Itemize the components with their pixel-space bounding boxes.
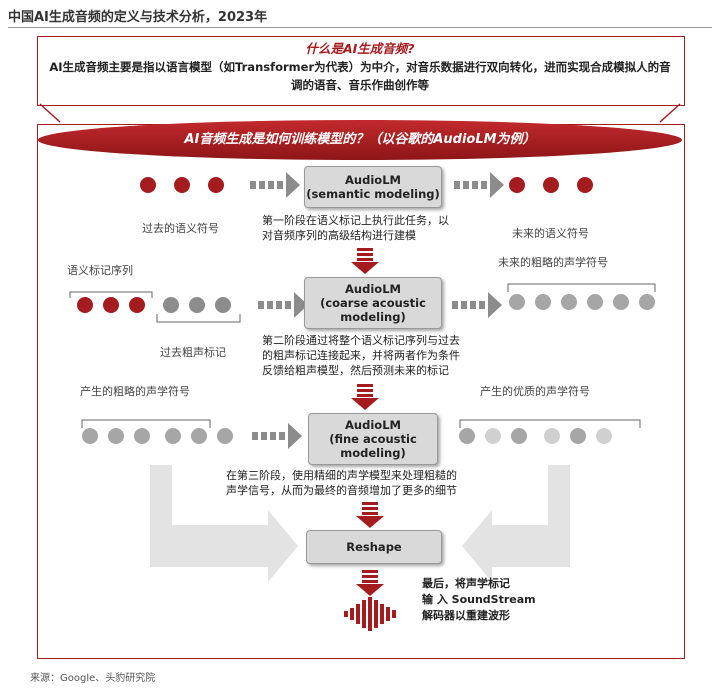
node-subtitle: (coarse acoustic: [320, 296, 426, 310]
step-line: 声学信号，从而为最终的音频增加了更多的细节: [226, 484, 457, 497]
node-title: Reshape: [346, 540, 402, 554]
fine-dot: [544, 428, 560, 444]
down-arrow-icon: [351, 384, 379, 410]
down-arrow-icon: [351, 248, 379, 274]
coarse-dot: [134, 428, 150, 444]
fine-dot: [511, 428, 527, 444]
source-note: 来源：Google、头豹研究院: [30, 673, 156, 684]
label-future-semantic: 未来的语义符号: [512, 227, 589, 240]
step2-text: 第二阶段通过将整个语义标记序列与过去 的粗声标记连接起来，并将两者作为条件 反馈…: [262, 333, 460, 378]
step1-text: 第一阶段在语义标记上执行此任务，以 对音频序列的高级结构进行建模: [262, 213, 449, 243]
coarse-dot: [587, 294, 603, 310]
label-gen-fine: 产生的优质的声学符号: [480, 385, 590, 398]
definition-question: 什么是AI生成音频?: [305, 41, 415, 56]
page-title: 中国AI生成音频的定义与技术分析，2023年: [8, 10, 268, 25]
label-future-coarse: 未来的粗略的声学符号: [498, 256, 608, 269]
gen-coarse-dots: [82, 428, 233, 444]
coarse-dot: [217, 428, 233, 444]
coarse-dot: [82, 428, 98, 444]
dotted-arrow-icon: [252, 423, 302, 449]
fine-dot: [570, 428, 586, 444]
node-subtitle: modeling): [340, 310, 406, 324]
coarse-model-node: AudioLM (coarse acoustic modeling): [304, 277, 442, 329]
fine-model-node: AudioLM (fine acoustic modeling): [308, 413, 438, 465]
step3-text: 在第三阶段，使用精细的声学模型来处理粗糙的 声学信号，从而为最终的音频增加了更多…: [226, 468, 457, 498]
definition-connector: [39, 103, 681, 123]
coarse-dot: [189, 297, 205, 313]
dotted-arrow-icon: [452, 292, 502, 318]
step-line: 第一阶段在语义标记上执行此任务，以: [262, 214, 449, 227]
step-line: 在第三阶段，使用精细的声学模型来处理粗糙的: [226, 469, 457, 482]
label-past-coarse: 过去粗声标记: [160, 346, 226, 359]
gen-fine-bracket: [459, 419, 641, 428]
definition-box: [37, 36, 685, 106]
coarse-dot: [165, 428, 181, 444]
coarse-dot: [215, 297, 231, 313]
step-line: 反馈给粗声模型，然后预测未来的标记: [262, 364, 449, 377]
step-line: 输 入 SoundStream: [422, 593, 536, 606]
label-past-semantic: 过去的语义符号: [142, 222, 219, 235]
semantic-dot: [77, 297, 93, 313]
semantic-dot: [174, 177, 190, 193]
label-semantic-seq: 语义标记序列: [67, 264, 133, 277]
step-line: 第二阶段通过将整个语义标记序列与过去: [262, 334, 460, 347]
gen-fine-dots: [459, 428, 612, 444]
node-subtitle: modeling): [340, 446, 406, 460]
semantic-dot: [577, 177, 593, 193]
step-line: 对音频序列的高级结构进行建模: [262, 229, 416, 242]
semantic-seq-bracket: [69, 291, 153, 298]
title-rule: [8, 27, 712, 28]
coarse-dot: [535, 294, 551, 310]
coarse-dot: [561, 294, 577, 310]
future-semantic-dots: [509, 177, 593, 193]
semantic-seq-dots: [77, 297, 145, 313]
node-subtitle: (fine acoustic: [329, 432, 417, 446]
future-coarse-bracket: [507, 283, 656, 292]
coarse-dot: [639, 294, 655, 310]
dotted-arrow-icon: [250, 172, 300, 198]
semantic-dot: [129, 297, 145, 313]
coarse-dot: [613, 294, 629, 310]
definition-text: AI生成音频主要是指以语言模型（如Transformer为代表）为中介，对音乐数…: [49, 60, 671, 92]
banner-shape: [38, 120, 682, 160]
reshape-node: Reshape: [306, 530, 442, 564]
fine-dot: [485, 428, 501, 444]
final-step-text: 最后，将声学标记 输 入 SoundStream 解码器以重建波形: [422, 576, 536, 624]
down-arrow-icon: [356, 570, 384, 596]
coarse-dot: [163, 297, 179, 313]
past-coarse-bracket: [156, 314, 241, 323]
semantic-dot: [208, 177, 224, 193]
down-arrow-icon: [356, 502, 384, 528]
fine-dot: [596, 428, 612, 444]
semantic-dot: [103, 297, 119, 313]
past-coarse-dots: [163, 297, 231, 313]
semantic-dot: [543, 177, 559, 193]
step-line: 最后，将声学标记: [422, 577, 510, 590]
dotted-arrow-icon: [454, 172, 504, 198]
coarse-dot: [191, 428, 207, 444]
waveform-icon: [344, 597, 396, 631]
node-subtitle: (semantic modeling): [306, 187, 440, 201]
coarse-dot: [509, 294, 525, 310]
left-elbow-arrow: [150, 465, 298, 582]
node-title: AudioLM: [345, 282, 401, 296]
fine-dot: [459, 428, 475, 444]
dotted-arrow-icon: [258, 292, 308, 318]
step-line: 解码器以重建波形: [422, 609, 510, 622]
label-gen-coarse: 产生的粗略的声学符号: [80, 385, 190, 398]
coarse-dot: [108, 428, 124, 444]
future-coarse-dots: [509, 294, 655, 310]
right-elbow-arrow: [462, 465, 570, 582]
gen-coarse-bracket: [81, 419, 211, 428]
process-banner: AI音频生成是如何训练模型的？（以谷歌的AudioLM为例）: [184, 132, 536, 147]
past-semantic-dots: [140, 177, 224, 193]
semantic-model-node: AudioLM (semantic modeling): [304, 166, 442, 208]
node-title: AudioLM: [345, 173, 401, 187]
step-line: 的粗声标记连接起来，并将两者作为条件: [262, 349, 460, 362]
semantic-dot: [140, 177, 156, 193]
node-title: AudioLM: [345, 418, 401, 432]
semantic-dot: [509, 177, 525, 193]
